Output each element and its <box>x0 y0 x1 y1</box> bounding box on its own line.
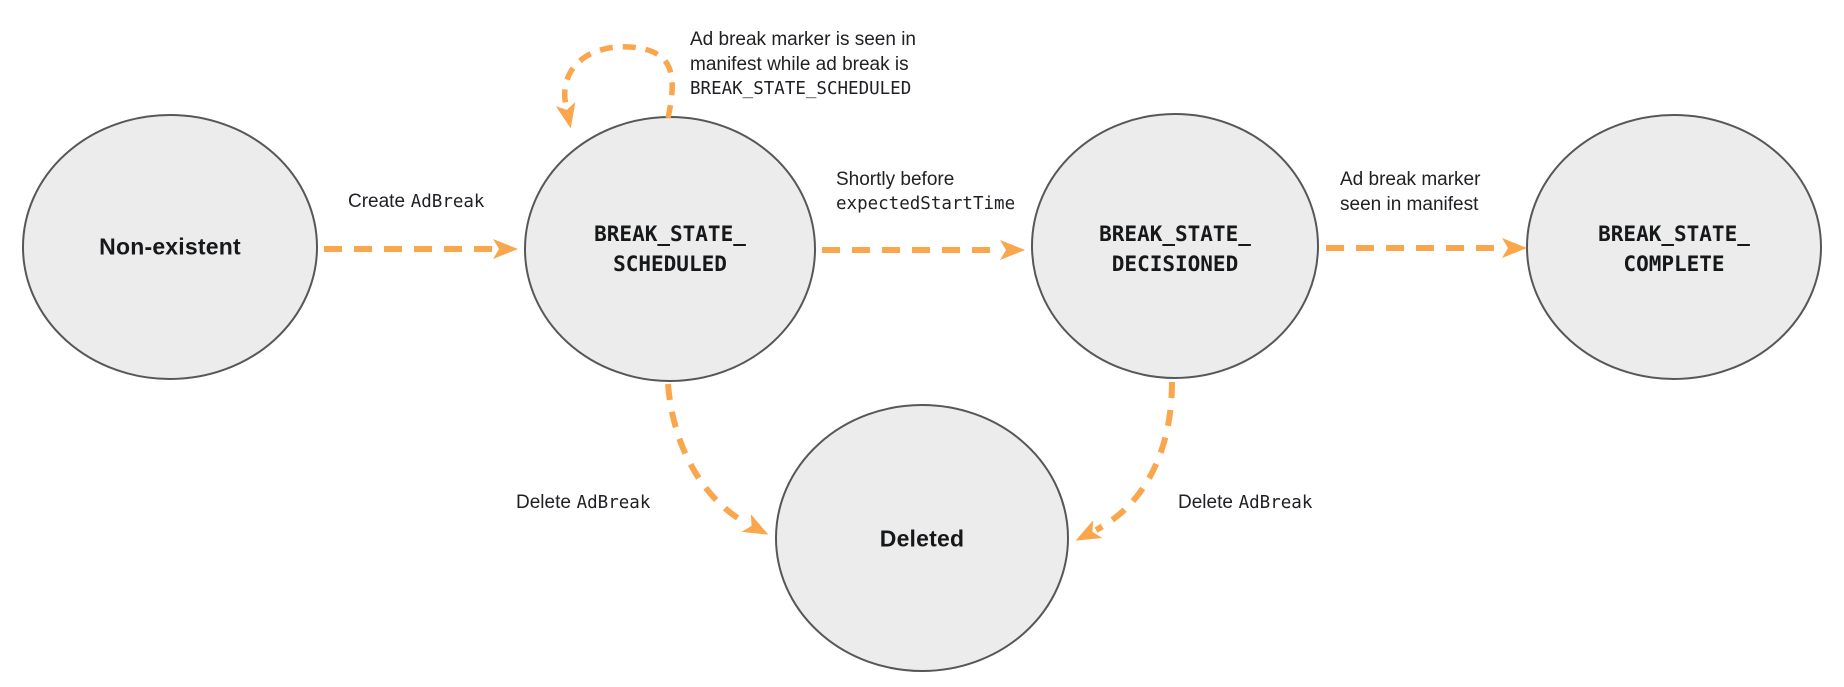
edge-label-text: Delete <box>1178 492 1233 513</box>
node-circle-non-existent <box>22 114 318 380</box>
edge-label-text: Ad break marker <box>1340 169 1481 190</box>
node-label-line: BREAK_STATE_ <box>1099 222 1251 246</box>
edge-label-text: Delete <box>516 492 571 513</box>
node-label-line: COMPLETE <box>1623 252 1725 276</box>
edge-label-shortly-before: Shortly before expectedStartTime <box>836 167 1015 217</box>
node-label-break-state-complete: BREAK_STATE_ COMPLETE <box>1598 219 1750 279</box>
edge-label-self-loop: Ad break marker is seen in manifest whil… <box>690 27 916 102</box>
node-label-deleted: Deleted <box>879 525 965 552</box>
node-circle-break-state-complete <box>1526 114 1822 380</box>
edge-label-text: seen in manifest <box>1340 194 1479 215</box>
edge-label-marker-seen: Ad break marker seen in manifest <box>1340 167 1480 217</box>
node-label-line: BREAK_STATE_ <box>594 222 746 246</box>
edge-label-code: AdBreak <box>410 192 485 212</box>
node-label-line: DECISIONED <box>1111 252 1239 276</box>
node-label-line: BREAK_STATE_ <box>1598 222 1750 246</box>
edge-label-text: manifest while ad break is <box>690 54 909 75</box>
arrow-scheduled-to-deleted <box>665 383 769 535</box>
node-label-non-existent: Non-existent <box>99 233 241 260</box>
arrow-decisioned-to-deleted <box>1075 381 1175 541</box>
node-label-line: SCHEDULED <box>613 252 727 276</box>
edge-label-code: AdBreak <box>1238 493 1313 513</box>
edge-label-text: Create <box>348 191 406 212</box>
edge-label-code: BREAK_STATE_SCHEDULED <box>690 79 912 99</box>
edge-label-code: expectedStartTime <box>836 194 1016 214</box>
edge-label-code: AdBreak <box>576 493 651 513</box>
node-circle-deleted <box>775 404 1069 672</box>
node-label-break-state-scheduled: BREAK_STATE_ SCHEDULED <box>594 219 746 279</box>
node-circle-break-state-decisioned <box>1031 113 1319 379</box>
edge-label-text: Ad break marker is seen in <box>690 29 916 50</box>
edge-label-text: Shortly before <box>836 169 955 190</box>
node-label-break-state-decisioned: BREAK_STATE_ DECISIONED <box>1099 219 1251 279</box>
arrow-self-loop-scheduled <box>555 44 675 129</box>
